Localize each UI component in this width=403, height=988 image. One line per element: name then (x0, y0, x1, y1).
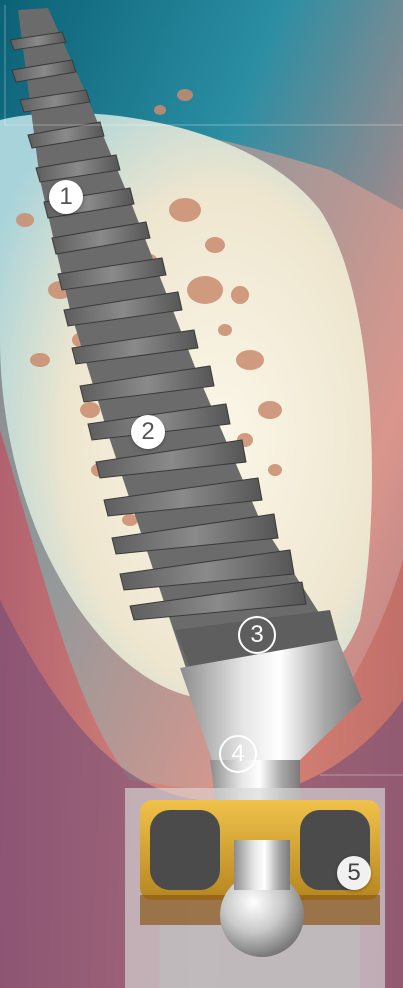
marker-4: 4 (219, 735, 257, 773)
marker-1: 1 (49, 180, 83, 214)
marker-3: 3 (238, 616, 276, 654)
marker-5: 5 (337, 856, 371, 890)
marker-2: 2 (131, 415, 165, 449)
